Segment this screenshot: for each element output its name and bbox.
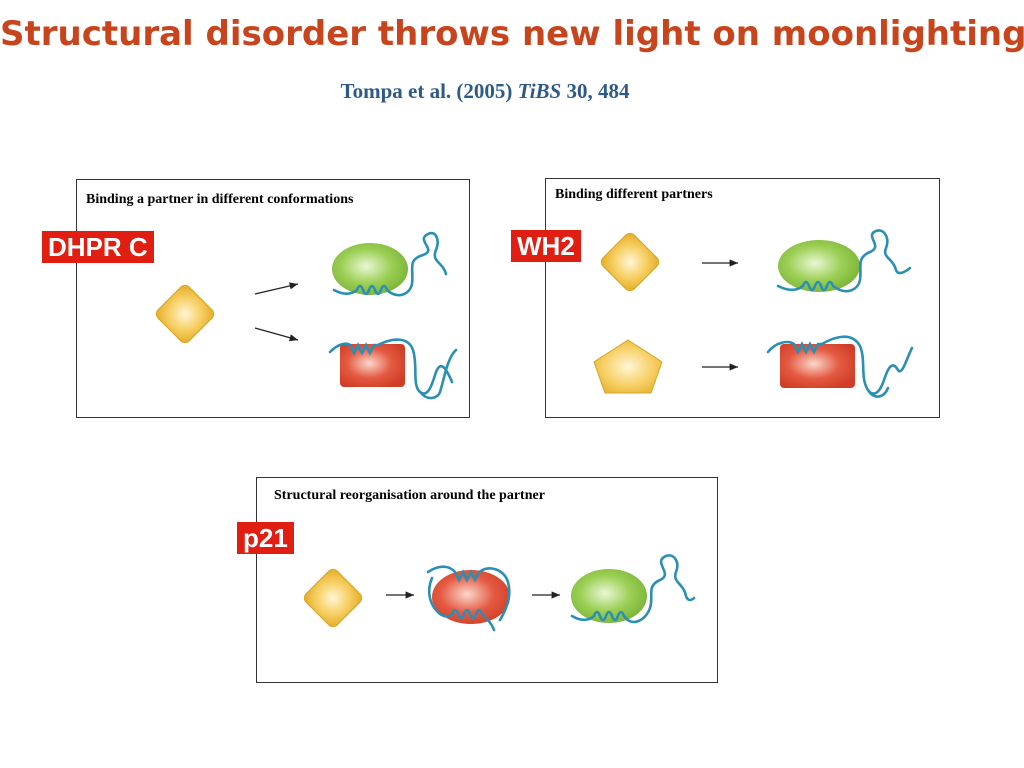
- disordered-chain-helix: [570, 554, 696, 624]
- arrow: [254, 282, 299, 295]
- wrapped-chain-helix: [427, 576, 496, 632]
- partner-rect-red: [340, 344, 405, 387]
- disordered-chain-strand: [328, 338, 458, 400]
- disordered-chain-helix: [332, 231, 448, 297]
- partner-rect-red: [780, 344, 855, 388]
- panel-title: Binding a partner in different conformat…: [86, 192, 354, 207]
- panel-title: Structural reorganisation around the par…: [274, 488, 545, 503]
- partner-ellipse-green: [571, 569, 647, 623]
- disordered-chain-strand: [766, 335, 914, 398]
- panel-title: Binding different partners: [555, 187, 713, 202]
- citation-volume: 30, 484: [566, 79, 630, 103]
- citation-journal: TiBS: [517, 79, 562, 103]
- partner-diamond-shape: [303, 568, 363, 628]
- protein-label-dhpr-c: DHPR C: [42, 231, 154, 263]
- arrow: [254, 327, 299, 342]
- partner-ellipse-green: [778, 240, 860, 292]
- intermediate-ellipse-red: [432, 570, 510, 624]
- disordered-chain-helix: [776, 229, 912, 293]
- protein-label-wh2: WH2: [511, 230, 581, 262]
- citation-authors: Tompa et al. (2005): [340, 79, 513, 103]
- wrapped-chain-strand: [426, 565, 511, 622]
- slide-title: Structural disorder throws new light on …: [0, 14, 1024, 54]
- protein-label-p21: p21: [237, 522, 294, 554]
- partner-diamond-shape: [600, 232, 660, 292]
- partner-diamond-shape: [155, 284, 215, 344]
- partner-pentagon-shape: [593, 339, 663, 394]
- citation: Tompa et al. (2005) TiBS 30, 484: [0, 79, 970, 104]
- partner-ellipse-green: [332, 243, 408, 295]
